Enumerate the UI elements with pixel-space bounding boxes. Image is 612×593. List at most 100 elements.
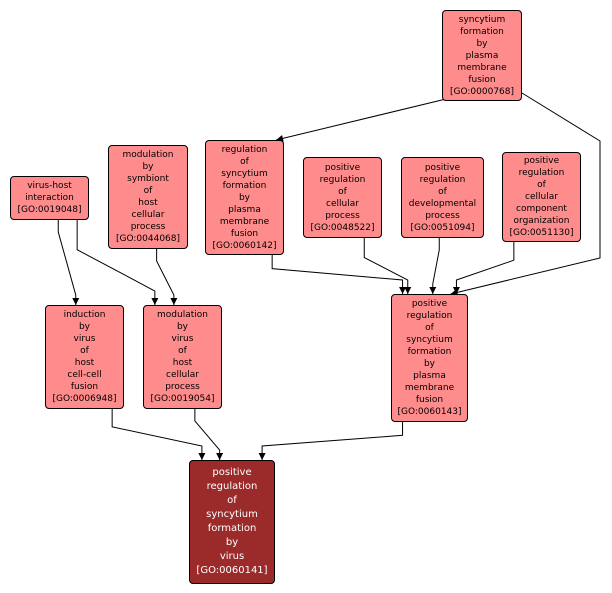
edge-n44068-to-n19054 [156,249,178,305]
node-label-line: formation [207,523,257,534]
node-label-line: syncytium [221,168,268,179]
node-label-line: modulation [157,310,208,320]
node-label-line: [GO:0060141] [196,565,268,576]
node-label-line: plasma [465,50,499,61]
node-label-line: membrane [219,216,270,227]
node-label-line: virus [73,334,96,344]
node-label-line: plasma [228,204,261,215]
node-label-line: regulation [419,174,466,185]
node-label-line: positive [523,156,560,166]
node-label-line: cellular [166,370,199,380]
node-label-line: by [238,192,251,203]
edge-n19048-to-n19054 [76,220,159,305]
go-node-0044068[interactable]: modulation by symbiont of host cellular proces… [108,145,188,249]
node-label-line: host [74,358,95,368]
go-node-0019048[interactable]: virus-host interaction [GO:0019048] [10,176,89,220]
node-label-line: of [425,323,434,333]
node-label-line: [GO:0019054] [150,394,215,404]
node-label-line: of [178,346,187,356]
edge-n51130-to-n143 [452,242,515,294]
edge-n51094-to-n143 [429,238,440,294]
node-label-line: host [172,358,193,368]
node-label-line: by [423,359,436,369]
node-label-line: positive [324,162,361,173]
node-label-line: developmental [408,198,477,209]
node-label-line: formation [460,26,504,37]
node-label-line: process [325,210,360,221]
node-label-line: virus-host [27,181,72,191]
node-label-line: regulation [206,481,258,492]
node-label-line: positive [411,299,448,309]
node-label-line: host [138,198,158,208]
node-label-line: cellular [326,198,359,209]
node-label-line: syncytium [206,509,258,520]
node-label-line: [GO:0000768] [449,86,515,97]
node-label-line: regulation [319,174,366,185]
go-node-0006948[interactable]: induction by virus of host cell-cell fusion [GO… [45,305,124,409]
node-label-line: [GO:0051094] [410,222,475,233]
node-label-line: cell-cell [67,370,102,380]
node-label-line: [GO:0060143] [397,407,462,417]
edge-n19054-to-n141 [194,409,224,460]
node-label-line: process [165,382,200,392]
node-label-line: process [130,222,166,232]
node-label-line: of [240,156,249,167]
node-label-line: fusion [230,228,259,239]
node-label-line: fusion [468,74,496,85]
node-label-line: by [476,38,488,49]
node-label-line: fusion [70,382,99,392]
node-label-line: by [78,322,91,332]
node-label-line: [GO:0044068] [115,234,181,244]
node-label-line: of [227,495,237,506]
node-label-line: modulation [122,150,174,160]
node-label-line: by [142,162,154,172]
node-label-line: fusion [415,395,444,405]
node-label-line: of [338,186,347,197]
edge-n142-to-n143 [271,255,407,294]
edge-n48522-to-n143 [363,238,412,294]
edge-n768-to-n143 [450,92,601,296]
node-label-line: virus [171,334,194,344]
node-label-line: membrane [404,383,455,393]
node-label-line: [GO:0048522] [310,222,375,233]
node-label-line: [GO:0019048] [17,205,82,215]
go-node-0060143[interactable]: positive regulation of syncytium formation by… [391,294,468,422]
node-label-line: syncytium [406,335,453,345]
edge-n6948-to-n141 [111,409,206,460]
node-label-line: interaction [25,193,74,203]
node-label-line: of [143,186,153,196]
node-label-line: positive [212,467,252,478]
node-label-line: [GO:0060142] [212,240,277,251]
node-label-line: cellular [131,210,165,220]
node-label-line: of [438,186,447,197]
node-label-line: syncytium [458,14,506,25]
node-label-line: [GO:0051130] [509,228,574,238]
node-label-line: symbiont [127,174,169,184]
node-label-line: regulation [406,311,453,321]
node-label-line: component [516,204,567,214]
node-label-line: regulation [518,168,565,178]
node-label-line: virus [219,551,245,562]
node-label-line: by [176,322,189,332]
node-label-line: formation [407,347,452,357]
node-label-line: [GO:0006948] [52,394,117,404]
edge-n768-to-n142 [276,98,447,142]
node-label-line: of [80,346,89,356]
node-label-line: formation [222,180,267,191]
go-node-0019054[interactable]: modulation by virus of host cellular process [G… [143,305,222,409]
node-label-line: process [425,210,460,221]
node-label-line: induction [63,310,106,320]
node-label-line: positive [424,162,461,173]
node-label-line: of [537,180,546,190]
node-label-line: regulation [221,144,268,155]
go-node-0060141-focus[interactable]: positive regulation of syncytium formation by… [189,460,275,584]
edge-n19048-to-n6948 [57,220,80,305]
node-label-line: organization [513,216,570,226]
node-label-line: by [225,537,239,548]
